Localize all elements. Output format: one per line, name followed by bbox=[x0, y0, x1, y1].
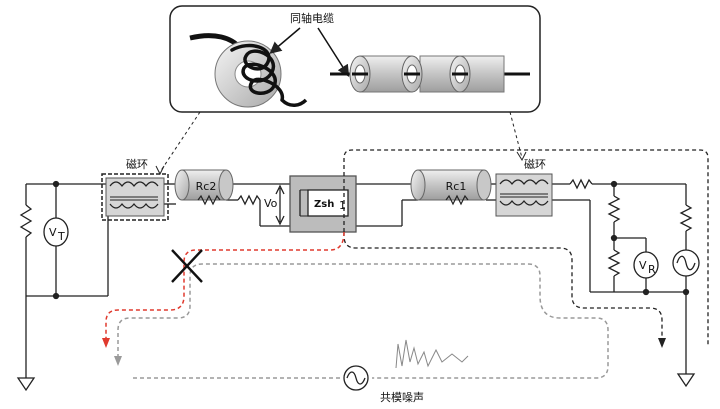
noise-red-arrowhead bbox=[102, 338, 110, 348]
vr-meter: V R bbox=[633, 251, 659, 279]
rc1-cable bbox=[410, 169, 492, 201]
noise-path-red bbox=[105, 231, 345, 340]
callout-right-arrowhead bbox=[516, 151, 527, 162]
coax-pointer-arrow-1 bbox=[269, 27, 301, 54]
noise-waveform-icon bbox=[395, 339, 469, 369]
inset-panel: 同轴电缆 bbox=[169, 5, 541, 113]
zsh-block bbox=[289, 175, 357, 233]
noise-path-black-lower bbox=[343, 232, 663, 340]
toroid-illustration bbox=[189, 33, 308, 108]
noise-label: 共模噪声 bbox=[380, 390, 424, 404]
noise-source-icon bbox=[343, 365, 369, 391]
ground-right-icon bbox=[676, 373, 696, 388]
vt-meter: V T bbox=[43, 217, 69, 247]
coax-label: 同轴电缆 bbox=[290, 11, 334, 25]
vt-label: V bbox=[49, 226, 57, 239]
noise-path-gray bbox=[117, 263, 609, 379]
blocked-x-icon bbox=[171, 249, 203, 283]
vt-subscript: T bbox=[57, 230, 65, 243]
rc1-label: Rc1 bbox=[446, 180, 467, 193]
callout-left bbox=[159, 111, 201, 173]
ground-left-icon bbox=[16, 377, 36, 392]
ferrite-right bbox=[495, 173, 553, 217]
rc2-resistor-icon bbox=[197, 194, 221, 206]
coax-with-ferrites bbox=[330, 55, 530, 93]
ferrite-left-label: 磁环 bbox=[126, 158, 148, 171]
ferrite-right-label: 磁环 bbox=[524, 158, 546, 171]
vr-subscript: R bbox=[648, 263, 656, 276]
vo-label: Vo bbox=[264, 197, 278, 210]
noise-path-black-upper bbox=[343, 149, 709, 345]
ac-source-right-icon bbox=[672, 249, 700, 277]
noise-black-arrowhead bbox=[658, 338, 666, 348]
ferrite-left bbox=[101, 173, 169, 221]
coax-pointer-arrow-2 bbox=[317, 27, 350, 78]
rc2-cable bbox=[174, 169, 234, 201]
vo-arrowhead-bottom bbox=[275, 215, 285, 226]
circuit bbox=[19, 178, 693, 378]
zsh-subscript: 1 bbox=[339, 199, 346, 212]
rc1-resistor-icon bbox=[445, 194, 469, 206]
vo-arrowhead-top bbox=[275, 184, 285, 195]
rc2-label: Rc2 bbox=[196, 180, 217, 193]
vr-label: V bbox=[639, 259, 647, 272]
noise-gray-arrowhead bbox=[114, 356, 122, 366]
zsh-label: Zsh bbox=[314, 199, 334, 210]
callout-right bbox=[509, 111, 523, 159]
